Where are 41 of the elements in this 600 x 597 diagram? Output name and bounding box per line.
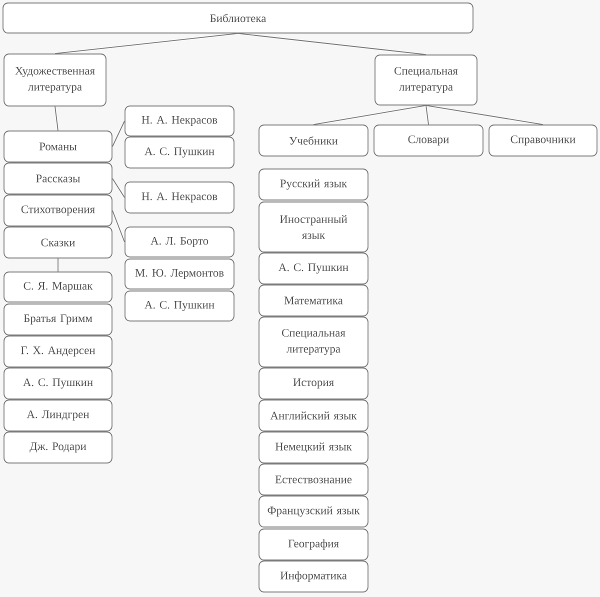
- category-box: Специальная литература: [374, 54, 478, 106]
- item-box: Естествознание: [258, 464, 368, 496]
- connector-line: [112, 178, 125, 198]
- item-box: С. Я. Маршак: [4, 272, 112, 302]
- category-box: Стихотворения: [4, 194, 112, 226]
- item-box: Русский язык: [258, 168, 368, 200]
- item-box: История: [258, 368, 368, 400]
- title-box: Библиотека: [2, 2, 474, 34]
- item-box: Н. А. Некрасов: [124, 182, 234, 214]
- connector-line: [426, 105, 429, 125]
- item-box: Французский язык: [258, 496, 368, 528]
- item-box: А. Линдгрен: [4, 400, 112, 432]
- connector-line: [313, 105, 426, 125]
- category-box: Справочники: [488, 124, 598, 156]
- category-box: Рассказы: [4, 162, 112, 194]
- item-box: География: [258, 528, 368, 560]
- item-box: А. С. Пушкин: [258, 252, 368, 284]
- category-box: Романы: [4, 130, 112, 162]
- item-box: А. С. Пушкин: [4, 368, 112, 400]
- item-box: А. С. Пушкин: [124, 290, 234, 322]
- category-box: Сказки: [4, 226, 112, 258]
- item-box: Иностранный язык: [258, 202, 368, 252]
- item-box: А. Л. Борто: [124, 226, 234, 258]
- category-box: Художественная литература: [4, 54, 106, 106]
- connector-line: [54, 106, 58, 131]
- item-box: Немецкий язык: [258, 432, 368, 464]
- category-box: Учебники: [258, 124, 368, 156]
- connector-line: [238, 33, 426, 55]
- item-box: Специальная литература: [258, 316, 368, 368]
- connector-line: [426, 105, 544, 125]
- item-box: Информатика: [258, 560, 368, 592]
- item-box: Математика: [258, 284, 368, 316]
- category-box: Словари: [374, 124, 484, 156]
- connector-line: [54, 33, 238, 54]
- item-box: Братья Гримм: [4, 304, 112, 336]
- item-box: Дж. Родари: [4, 432, 112, 464]
- item-box: Г. Х. Андерсен: [4, 336, 112, 368]
- item-box: А. С. Пушкин: [124, 136, 234, 168]
- item-box: Английский язык: [258, 400, 368, 432]
- item-box: Н. А. Некрасов: [124, 106, 234, 136]
- item-box: М. Ю. Лермонтов: [124, 258, 234, 290]
